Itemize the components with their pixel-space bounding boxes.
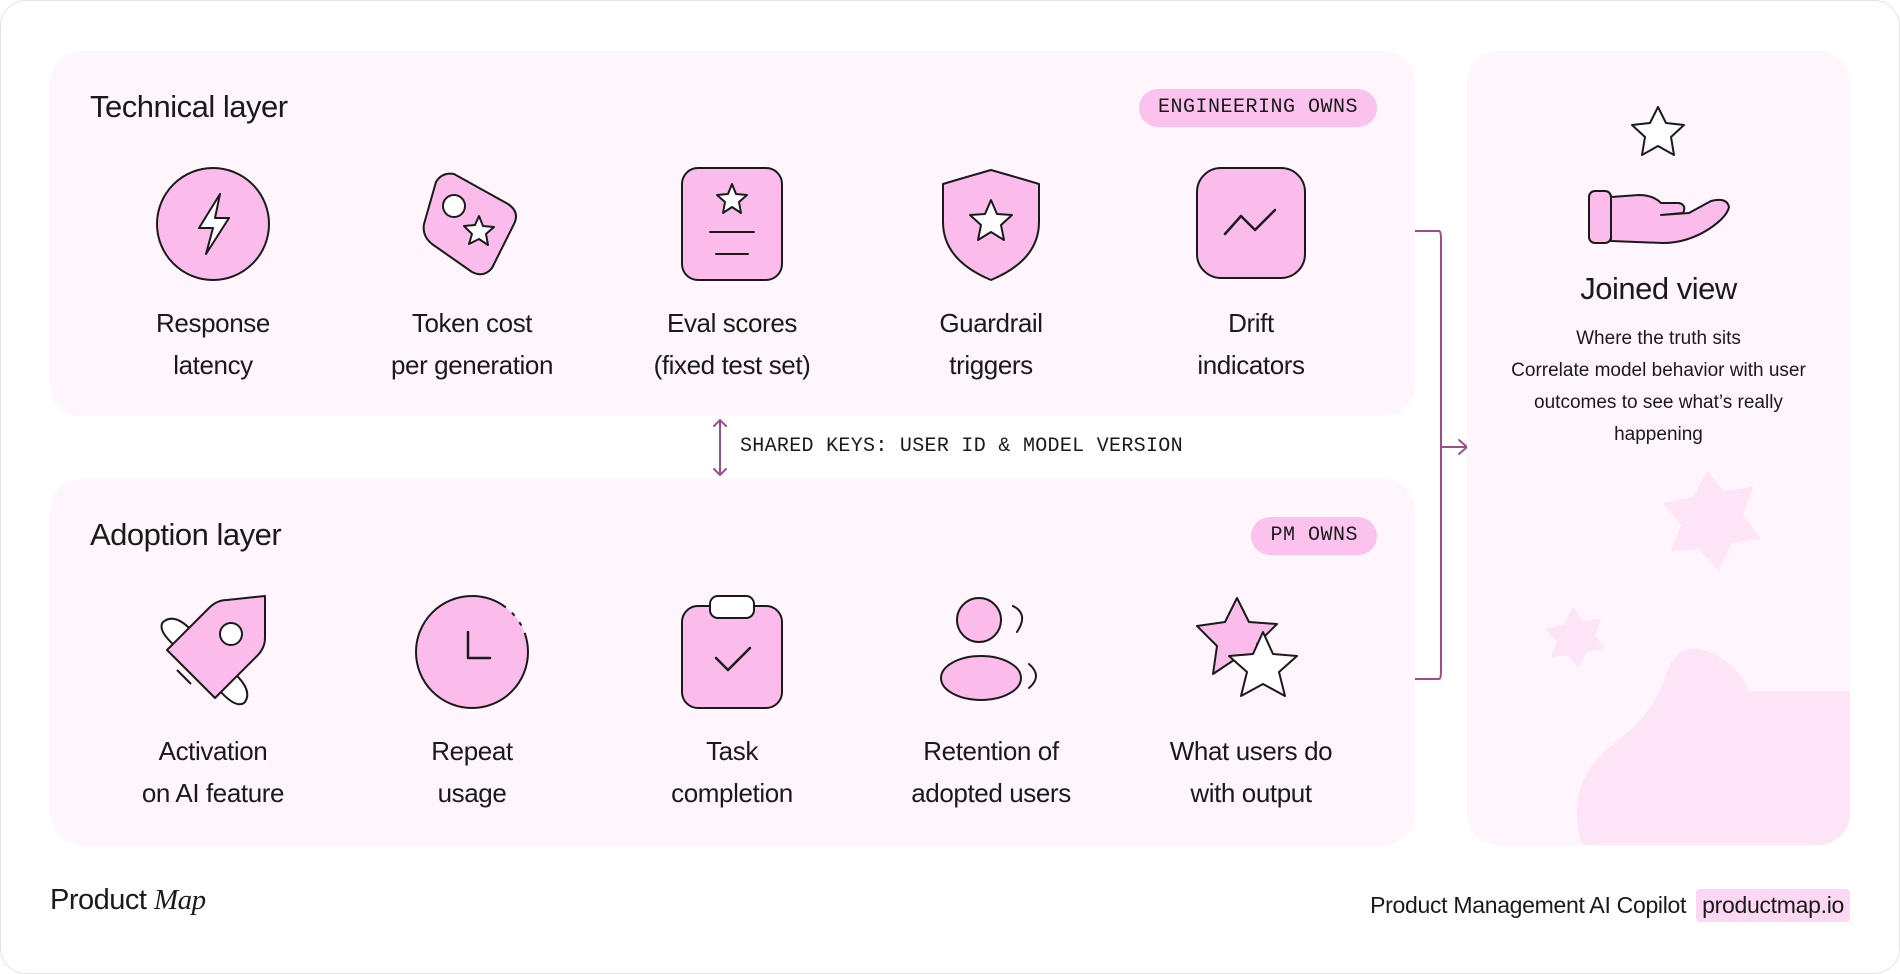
metric-label: Eval scores (fixed test set): [653, 308, 811, 380]
hand-star-icon: [1588, 106, 1730, 244]
stars-icon: [1196, 597, 1298, 697]
clipboard-check-icon: [681, 595, 783, 709]
shared-keys-connector: SHARED KEYS: USER ID & MODEL VERSION: [700, 416, 1260, 479]
adoption-layer-title: Adoption layer: [90, 517, 282, 552]
metric-guardrail-triggers: Guardrail triggers: [891, 164, 1091, 386]
metric-label: Guardrail triggers: [939, 308, 1043, 380]
metric-label: Task completion: [671, 736, 793, 808]
technical-layer-title: Technical layer: [90, 89, 288, 124]
metric-label: Token cost per generation: [390, 308, 554, 380]
decorative-background-shapes: [1545, 471, 1850, 845]
shield-star-icon: [942, 169, 1040, 281]
metric-token-cost: Token cost per generation: [372, 164, 572, 386]
metric-retention: Retention of adopted users: [891, 592, 1091, 814]
metric-eval-scores: Eval scores (fixed test set): [632, 164, 832, 386]
price-tag-icon: [422, 172, 517, 276]
metric-repeat-usage: Repeat usage: [372, 592, 572, 814]
metric-response-latency: Response latency: [113, 164, 313, 386]
metric-label: Activation on AI feature: [141, 736, 285, 808]
technical-layer-panel: Technical layer ENGINEERING OWNS Respons…: [50, 51, 1415, 416]
metric-label: Repeat usage: [431, 736, 513, 808]
metric-label: Retention of adopted users: [911, 736, 1071, 808]
brand-logo: Product Map: [50, 884, 206, 917]
joined-view-panel: Joined view Where the truth sits Correla…: [1467, 51, 1850, 845]
joined-view-title: Joined view: [1580, 271, 1737, 306]
adoption-layer-panel: Adoption layer PM OWNS Activation on AI …: [50, 479, 1415, 845]
bracket-arrow: [1415, 230, 1469, 680]
rocket-icon: [160, 595, 266, 706]
brand-italic: Map: [154, 884, 206, 916]
user-retention-icon: [940, 597, 1037, 701]
trend-line-icon: [1196, 167, 1306, 279]
metric-activation: Activation on AI feature: [113, 592, 313, 814]
footer-url-link[interactable]: productmap.io: [1696, 889, 1850, 922]
metric-label: What users do with output: [1169, 736, 1333, 808]
metric-user-output: What users do with output: [1151, 592, 1351, 814]
document-star-icon: [681, 167, 783, 281]
footer-tagline-group: Product Management AI Copilot productmap…: [1370, 889, 1850, 922]
metric-drift-indicators: Drift indicators: [1151, 164, 1351, 386]
double-arrow-icon: [713, 418, 727, 477]
footer-tagline: Product Management AI Copilot: [1370, 892, 1687, 918]
metric-task-completion: Task completion: [632, 592, 832, 814]
engineering-owns-badge: ENGINEERING OWNS: [1138, 89, 1377, 127]
pm-owns-badge: PM OWNS: [1251, 517, 1377, 555]
clock-icon: [415, 595, 529, 709]
lightning-icon: [156, 167, 270, 281]
brand-plain: Product: [50, 884, 147, 916]
joined-view-description: Correlate model behavior with user outco…: [1511, 360, 1806, 445]
shared-keys-label: SHARED KEYS: USER ID & MODEL VERSION: [740, 435, 1183, 458]
metric-label: Drift indicators: [1197, 308, 1305, 380]
joined-view-subtitle: Where the truth sits: [1576, 328, 1741, 349]
metric-label: Response latency: [156, 308, 270, 380]
